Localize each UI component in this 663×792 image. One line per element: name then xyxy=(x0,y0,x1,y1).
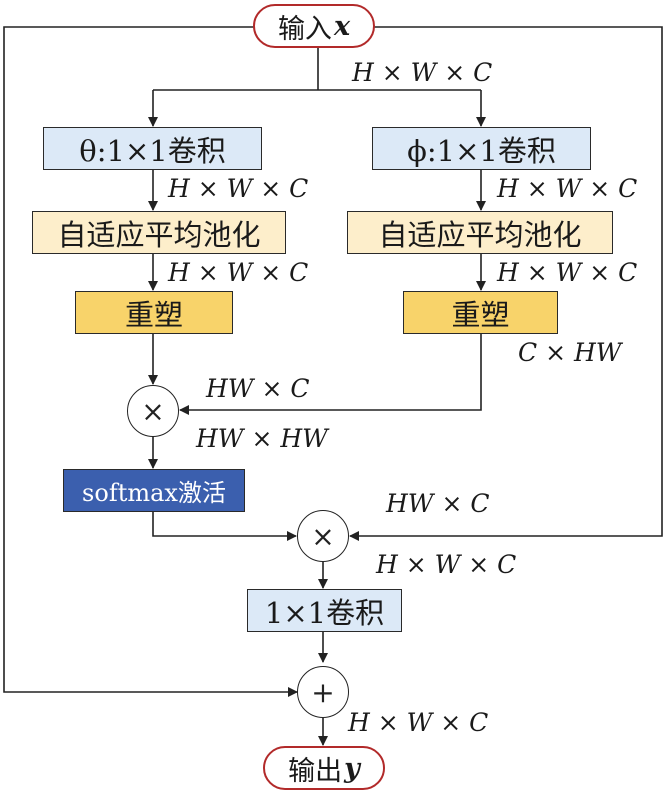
input-dim-label: H × W × C xyxy=(352,58,493,87)
right-reshape-dim-label: C × HW xyxy=(518,338,622,367)
phi-conv-box: ϕ:1×1卷积 xyxy=(372,127,591,170)
left-conv-dim-label: H × W × C xyxy=(168,174,309,203)
attention-dim-label: HW × HW xyxy=(196,424,328,453)
add-node: + xyxy=(297,666,349,718)
mul2-dim-label: H × W × C xyxy=(376,550,517,579)
right-reshape-box: 重塑 xyxy=(403,291,558,334)
output-node-prefix: 输出 xyxy=(288,755,343,787)
right-pool-dim-label: H × W × C xyxy=(497,258,638,287)
multiply-node-2: × xyxy=(297,510,349,562)
input-node-var: x xyxy=(333,10,351,42)
input-node-prefix: 输入 xyxy=(277,13,332,45)
skip-dim-label: HW × C xyxy=(386,489,490,518)
left-pool-dim-label: H × W × C xyxy=(168,258,309,287)
right-pool-box: 自适应平均池化 xyxy=(347,211,613,254)
left-reshape-box: 重塑 xyxy=(75,291,233,334)
multiply-node-1: × xyxy=(127,385,179,437)
right-conv-dim-label: H × W × C xyxy=(497,174,638,203)
left-pool-box: 自适应平均池化 xyxy=(32,211,286,254)
final-conv-box: 1×1卷积 xyxy=(247,589,402,632)
output-dim-label: H × W × C xyxy=(348,708,489,737)
softmax-box: softmax激活 xyxy=(63,469,245,512)
left-reshape-dim-label: HW × C xyxy=(206,374,310,403)
theta-conv-box: θ:1×1卷积 xyxy=(43,127,262,170)
output-node-var: y xyxy=(344,752,360,784)
